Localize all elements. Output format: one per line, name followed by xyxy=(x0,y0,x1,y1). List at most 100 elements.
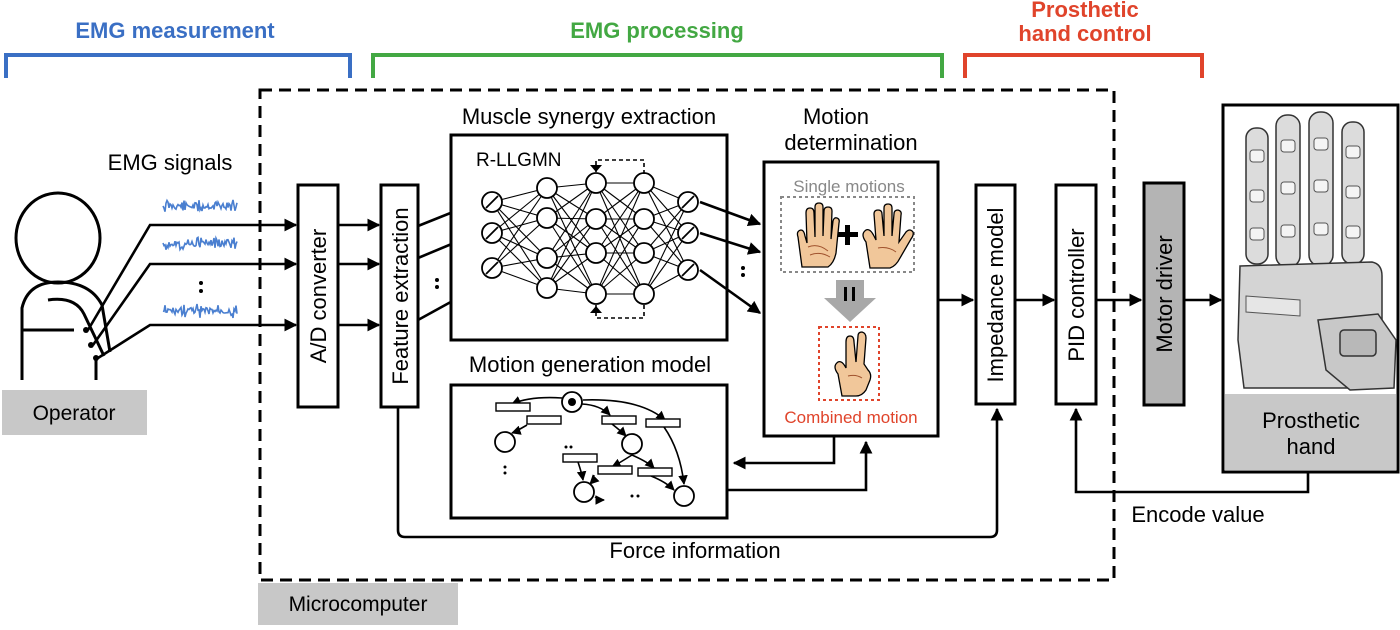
emg-trace-1 xyxy=(162,198,238,213)
motion-determination-title-2: determination xyxy=(784,130,917,155)
nn-edge xyxy=(546,182,597,259)
nn-node xyxy=(585,208,607,230)
robotic-hand-image xyxy=(1237,111,1397,391)
ad-converter-label: A/D converter xyxy=(306,229,331,364)
nn-edge xyxy=(595,218,645,295)
nn-recurrent-arrow-bottom xyxy=(590,306,602,313)
impedance-model-box xyxy=(974,183,1017,406)
muscle-synergy-title: Muscle synergy extraction xyxy=(462,104,716,129)
petri-place xyxy=(621,433,643,455)
petri-arc xyxy=(611,423,627,437)
petri-arc xyxy=(650,475,675,491)
pid-controller-box xyxy=(1054,183,1098,406)
encode-value-label: Encode value xyxy=(1131,502,1264,527)
petri-transition xyxy=(597,465,633,475)
single-motions-label: Single motions xyxy=(793,177,905,196)
plus-icon xyxy=(838,225,858,245)
petri-place xyxy=(673,485,695,507)
nn-node-slash xyxy=(681,195,695,209)
microcomputer-frame xyxy=(258,88,1116,582)
nn-edge xyxy=(491,187,548,234)
wire-syn-md-3 xyxy=(699,268,762,315)
section-title-emg-measurement: EMG measurement xyxy=(75,18,275,43)
petri-transition xyxy=(562,453,598,463)
petri-arc xyxy=(581,403,611,416)
petri-arc xyxy=(582,399,666,421)
petri-place xyxy=(494,431,516,453)
wire-emg-2 xyxy=(91,257,298,346)
nn-node xyxy=(633,283,655,305)
operator-figure xyxy=(14,191,112,380)
section-emg-processing: EMG processing xyxy=(371,18,944,78)
nn-recurrent-bottom xyxy=(595,304,645,319)
petri-transition xyxy=(601,415,637,425)
nn-node xyxy=(585,283,607,305)
microcomputer-label: Microcomputer xyxy=(289,593,428,616)
petri-transition xyxy=(645,418,681,428)
nn-recurrent-top xyxy=(595,159,645,174)
impedance-model-label: Impedance model xyxy=(983,208,1008,383)
nn-node xyxy=(585,172,607,194)
section-title-emg-processing: EMG processing xyxy=(570,18,744,43)
nn-node xyxy=(536,207,558,229)
nn-edge xyxy=(491,232,548,289)
petri-transition xyxy=(526,415,562,425)
petri-ellipsis-dot xyxy=(636,494,640,498)
nn-node xyxy=(585,242,607,264)
wire-md-mg xyxy=(732,436,836,470)
nn-edge xyxy=(595,182,645,295)
wire-emg-1 xyxy=(86,218,298,331)
petri-ellipsis-dot xyxy=(503,471,507,475)
petri-ellipsis-dot xyxy=(503,465,507,469)
petri-place xyxy=(573,481,595,503)
nn-edge xyxy=(643,182,689,234)
microcomputer-label-bg xyxy=(258,583,458,625)
operator-label: Operator xyxy=(33,402,116,425)
wire-force-information xyxy=(396,407,1004,539)
hand-thumb-icon xyxy=(862,203,914,269)
wire-syn-md-2 xyxy=(699,231,762,255)
pid-controller-label: PID controller xyxy=(1064,228,1089,361)
petri-arc xyxy=(663,426,688,485)
nn-node-slash xyxy=(681,226,695,240)
petri-ellipsis-dot xyxy=(630,494,634,498)
feature-extraction-label: Feature extraction xyxy=(388,207,413,384)
nn-node-slash xyxy=(681,263,695,277)
petri-arc xyxy=(631,454,655,469)
nn-edge xyxy=(643,201,689,254)
nn-node-slash xyxy=(485,261,499,275)
prosthetic-hand-label-bg xyxy=(1225,394,1396,470)
petri-token xyxy=(568,398,576,406)
section-title-prosthetic-line2: hand control xyxy=(1018,21,1151,46)
petri-transition xyxy=(495,402,531,412)
fe-ellipsis xyxy=(435,278,439,289)
nn-edge xyxy=(491,187,548,269)
nn-edge xyxy=(643,232,689,295)
nn-edge xyxy=(546,218,597,289)
nn-node xyxy=(633,208,655,230)
bracket-prosthetic-control xyxy=(963,53,1204,78)
bracket-emg-processing xyxy=(371,53,944,78)
section-title-prosthetic-line1: Prosthetic xyxy=(1031,0,1139,22)
nn-node xyxy=(633,172,655,194)
emg-signals-label: EMG signals xyxy=(108,150,233,175)
feature-extraction-box xyxy=(379,183,420,409)
nn-edge xyxy=(643,218,689,271)
nn-edge xyxy=(491,201,548,259)
section-prosthetic-control: Prosthetic hand control xyxy=(963,0,1204,78)
nn-node xyxy=(633,242,655,264)
motion-determination-title-1: Motion xyxy=(803,104,869,129)
wire-mg-md xyxy=(727,440,873,492)
nn-node-slash xyxy=(485,226,499,240)
wire-emg-3 xyxy=(97,318,298,360)
ad-converter-box xyxy=(296,183,340,409)
rllgmn-label: R-LLGMN xyxy=(476,150,562,171)
emg-trace-3 xyxy=(162,303,238,319)
hand-combined-icon xyxy=(834,331,872,397)
wire-syn-md-1 xyxy=(699,200,762,227)
petri-transition xyxy=(637,467,673,477)
nn-recurrent-arrow-top xyxy=(590,165,602,172)
petri-ellipsis-dot xyxy=(564,445,568,449)
